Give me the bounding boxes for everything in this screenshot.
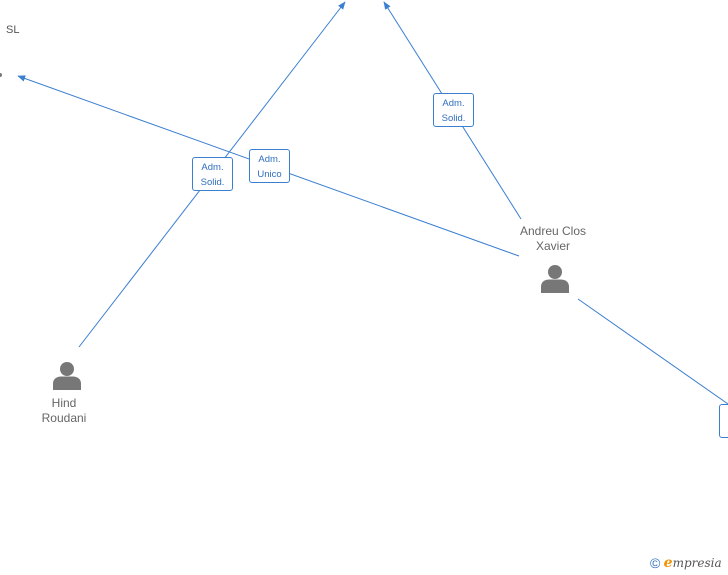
person-icon[interactable] — [540, 263, 570, 293]
brand-name: mpresia — [672, 556, 722, 570]
role-badge-andreu-adm-solid[interactable]: Adm. Solid. — [433, 93, 474, 127]
empresia-brand: © empresia — [650, 555, 722, 571]
role-badge-line2: Unico — [257, 169, 282, 180]
person-name-line1: Andreu Clos — [519, 224, 587, 238]
role-badge-line2: Solid. — [441, 113, 466, 124]
role-badge-andreu-adm-unico[interactable]: Adm. Unico — [249, 149, 290, 183]
copyright-icon: © — [650, 555, 661, 571]
person-name-line2: Xavier — [535, 239, 570, 253]
person-name-line2: Roudani — [41, 411, 87, 425]
company-name-fragment: SL — [6, 24, 20, 36]
person-name-line1: Hind — [51, 396, 77, 410]
role-badge-line2: Solid. — [200, 177, 225, 188]
role-badge-line1: Adm. — [201, 162, 224, 173]
person-icon[interactable] — [52, 360, 82, 390]
brand-initial: e — [663, 555, 673, 571]
role-badge-hind-adm-solid[interactable]: Adm. Solid. — [192, 157, 233, 191]
edge-andreu-to-right — [577, 298, 728, 405]
role-badge-line1: Adm. — [442, 98, 465, 109]
person-name-hind[interactable]: Hind Roudani — [24, 396, 104, 426]
company-node-partial — [0, 73, 2, 77]
role-badge-partial[interactable] — [719, 404, 728, 438]
person-name-andreu[interactable]: Andreu Clos Xavier — [505, 224, 601, 254]
role-badge-line1: Adm. — [258, 154, 281, 165]
